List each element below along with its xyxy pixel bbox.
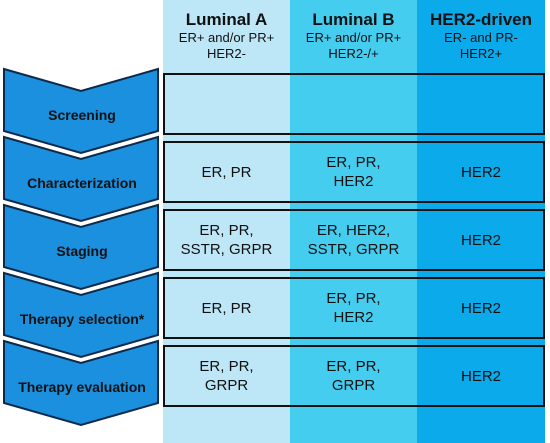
stage-label-therapy-selection: Therapy selection* (19, 311, 145, 327)
row-band-therapy-selection (163, 277, 545, 339)
stage-label-characterization: Characterization (27, 175, 137, 191)
column-subtitle-line2: HER2-/+ (328, 46, 379, 61)
chevron-staging (3, 203, 159, 291)
stage-label-therapy-evaluation: Therapy evaluation (18, 379, 146, 395)
row-band-screening (163, 73, 545, 135)
cell-therapy-selection-luminal-a: ER, PR (201, 299, 252, 317)
cell-characterization-her2-driven: HER2 (460, 163, 501, 181)
column-header-her2-driven: HER2-driven ER- and PR- HER2+ (417, 6, 545, 72)
cell-therapy-selection-luminal-b: ER, PR, HER2 (326, 290, 381, 326)
cell-therapy-evaluation-her2-driven: HER2 (460, 367, 501, 385)
cell-characterization-luminal-b: ER, PR, HER2 (326, 154, 381, 190)
column-title: Luminal A (185, 10, 268, 29)
column-subtitle-line2: HER2+ (459, 46, 503, 61)
row-band-therapy-evaluation (163, 345, 545, 407)
cell-therapy-selection-her2-driven: HER2 (460, 299, 501, 317)
cell-staging-her2-driven: HER2 (460, 231, 501, 249)
column-header-luminal-b: Luminal B ER+ and/or PR+ HER2-/+ (290, 6, 417, 72)
cell-characterization-luminal-a: ER, PR (201, 163, 252, 181)
column-subtitle-line1: ER- and PR- (444, 30, 518, 45)
chevron-therapy-evaluation (3, 339, 159, 427)
column-title: HER2-driven (429, 10, 533, 29)
chevron-characterization (3, 135, 159, 223)
column-header-luminal-a: Luminal A ER+ and/or PR+ HER2- (163, 6, 290, 72)
column-subtitle-line2: HER2- (206, 46, 246, 61)
cell-therapy-evaluation-luminal-a: ER, PR, GRPR (199, 358, 254, 394)
stage-label-screening: Screening (48, 107, 116, 123)
column-title: Luminal B (312, 10, 395, 29)
cell-therapy-evaluation-luminal-b: ER, PR, GRPR (326, 358, 381, 394)
chevron-therapy-selection (3, 271, 159, 359)
row-band-staging (163, 209, 545, 271)
cell-staging-luminal-b: ER, HER2, SSTR, GRPR (307, 222, 400, 258)
cell-staging-luminal-a: ER, PR, SSTR, GRPR (180, 222, 273, 258)
chevron-screening (3, 67, 159, 155)
stage-label-staging: Staging (56, 243, 108, 259)
row-band-characterization (163, 141, 545, 203)
column-subtitle-line1: ER+ and/or PR+ (178, 30, 275, 45)
column-subtitle-line1: ER+ and/or PR+ (305, 30, 402, 45)
